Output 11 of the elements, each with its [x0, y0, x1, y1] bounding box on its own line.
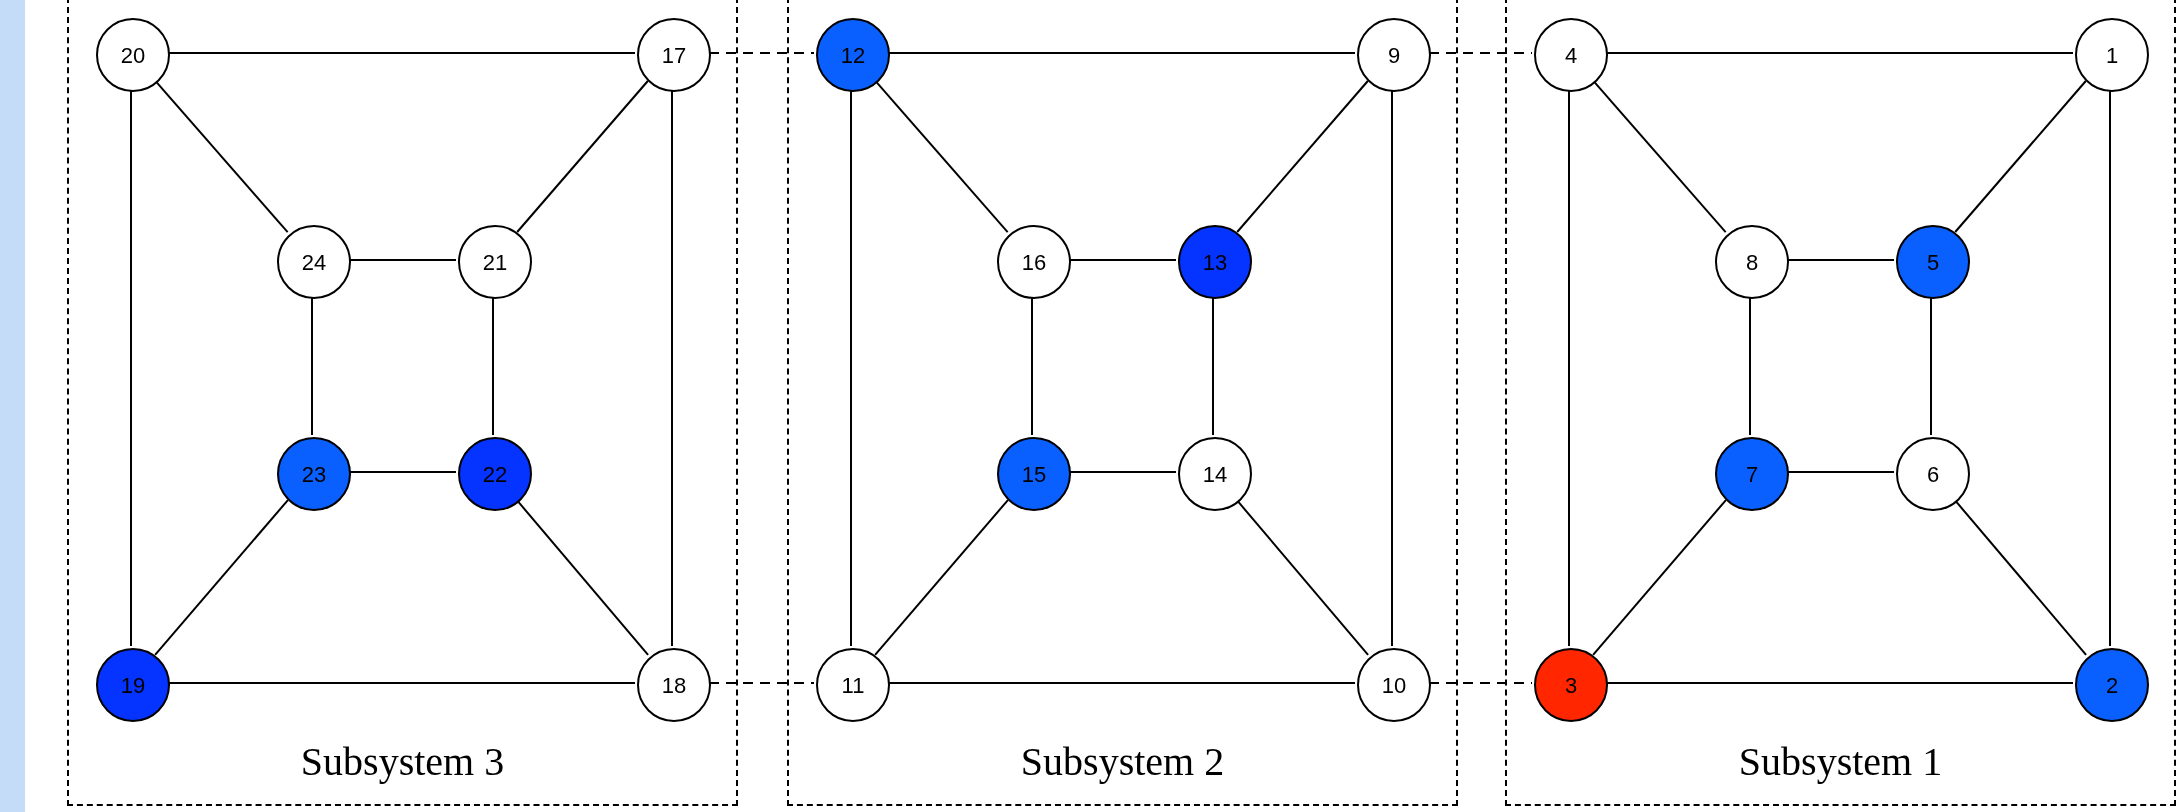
connector-line [1235, 499, 1370, 656]
connector-line [1592, 499, 1727, 656]
connector-line [1954, 80, 2087, 233]
side-band [0, 0, 25, 812]
subsystem-title: Subsystem 1 [1738, 742, 1943, 782]
connector-line [1236, 80, 1369, 233]
connector-line [874, 499, 1009, 656]
subsystem-title: Subsystem 2 [1020, 742, 1225, 782]
subsystem-title: Subsystem 3 [300, 742, 505, 782]
connector-line [154, 499, 289, 656]
connector-line [516, 80, 649, 233]
